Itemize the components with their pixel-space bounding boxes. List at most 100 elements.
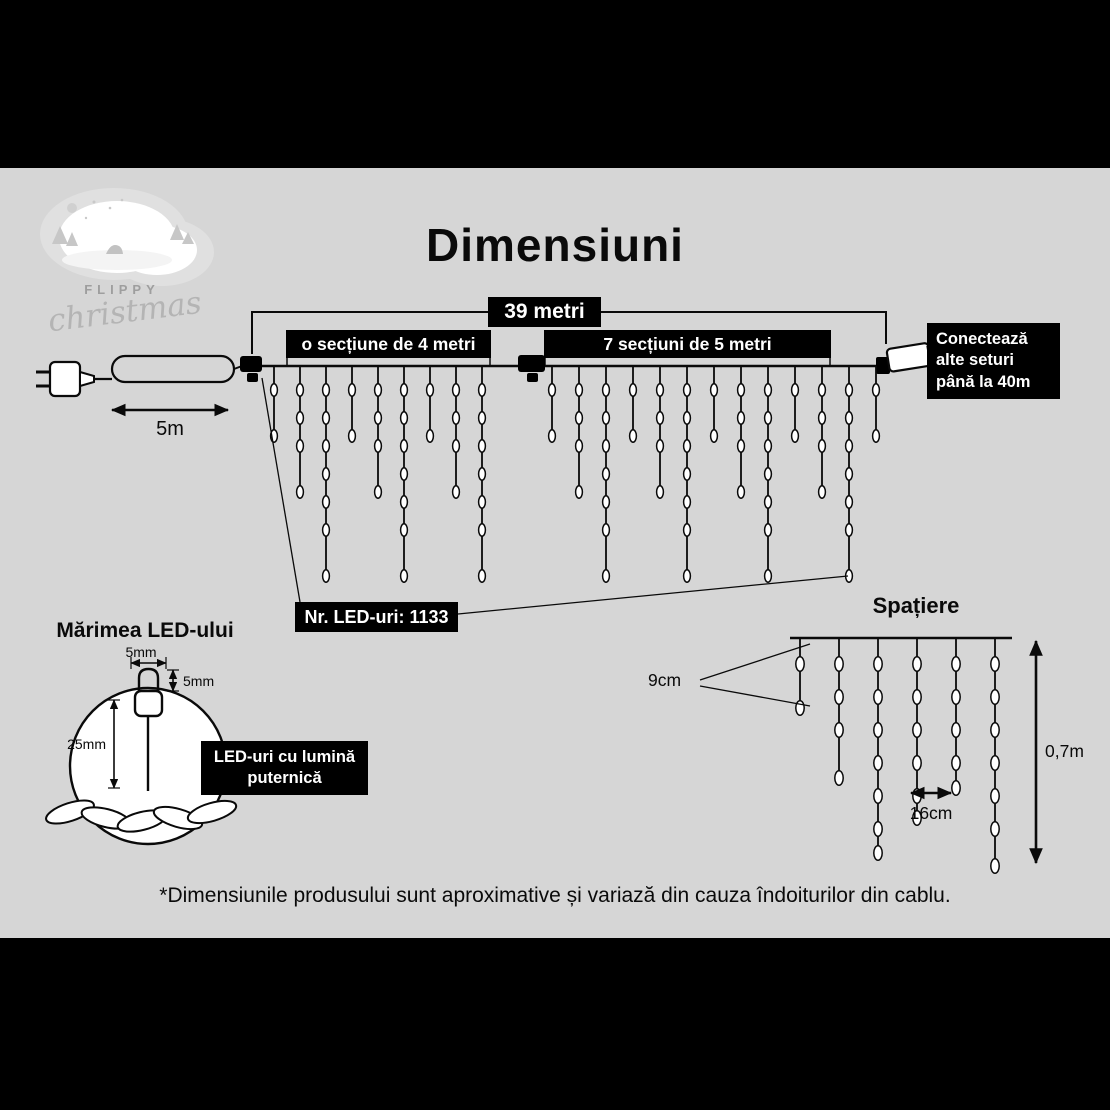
power-plug-icon [36, 360, 112, 398]
led-bulb [763, 467, 773, 481]
connect-note-line3: până la 40m [936, 372, 1031, 391]
led-bulb [451, 439, 461, 453]
led-bulb [655, 411, 665, 425]
led-bulb [682, 439, 692, 453]
led-bulb [871, 383, 881, 397]
led-bulb [425, 383, 435, 397]
led-bulb [451, 411, 461, 425]
led-bulb [844, 439, 854, 453]
section-a-badge: o secțiune de 4 metri [286, 330, 491, 358]
led-length-label: 25mm [67, 736, 106, 752]
led-bulb [682, 411, 692, 425]
led-bulb [951, 755, 961, 771]
led-bulb [912, 788, 922, 804]
led-bulb [601, 569, 611, 583]
led-bulb [873, 821, 883, 837]
led-bulb [655, 485, 665, 499]
page-title: Dimensiuni [426, 219, 684, 271]
connect-note-line2: alte seturi [936, 351, 1014, 370]
led-bulb [990, 858, 1000, 874]
spacing-title: Spațiere [872, 593, 960, 618]
logo-brand-text: FLIPPY [84, 282, 160, 297]
led-bulb [477, 439, 487, 453]
led-bulb [990, 722, 1000, 738]
led-bulb [873, 788, 883, 804]
logo-stars-icon [84, 198, 124, 220]
led-bulb [763, 495, 773, 509]
led-bulb [682, 383, 692, 397]
led-bulb [477, 411, 487, 425]
brand-logo-art: FLIPPY christmas [40, 188, 214, 340]
led-bulb [763, 569, 773, 583]
led-bulb [990, 689, 1000, 705]
led-bulb [763, 383, 773, 397]
led-note-badge: LED-uri cu lumină puternică [201, 741, 368, 795]
led-dimension-arrows [108, 657, 179, 789]
led-bulb [295, 411, 305, 425]
led-width-label: 5mm [125, 644, 157, 660]
led-bulb [790, 383, 800, 397]
led-bulb [601, 383, 611, 397]
led-bulb [295, 383, 305, 397]
led-bulb [628, 383, 638, 397]
led-bulb [399, 383, 409, 397]
led-bulb [834, 770, 844, 786]
led-bulb [373, 439, 383, 453]
led-bulb [912, 689, 922, 705]
led-bulb [817, 485, 827, 499]
led-bulb [763, 439, 773, 453]
letterbox-top [0, 0, 1110, 168]
led-bulb [399, 439, 409, 453]
led-bulb [601, 495, 611, 509]
led-bulb [912, 656, 922, 672]
led-bulb [477, 467, 487, 481]
led-bulb [321, 467, 331, 481]
section-b-badge: 7 secțiuni de 5 metri [544, 330, 831, 358]
led-bulb [477, 569, 487, 583]
led-bulb [347, 383, 357, 397]
led-bulb [763, 411, 773, 425]
led-bulb [321, 523, 331, 537]
led-bulb [709, 429, 719, 443]
led-bulb [373, 411, 383, 425]
led-bulb [873, 656, 883, 672]
led-size-title: Mărimea LED-ului [56, 619, 234, 642]
led-bulb-drawing [133, 667, 164, 791]
led-bulb [834, 656, 844, 672]
led-bulb [269, 383, 279, 397]
led-bulb [655, 383, 665, 397]
logo-moon-icon [67, 203, 77, 213]
led-bulb [547, 383, 557, 397]
led-bulb [990, 656, 1000, 672]
led-bulb [574, 439, 584, 453]
letterbox-bottom [0, 938, 1110, 1110]
led-bulb [682, 523, 692, 537]
led-bulb [601, 523, 611, 537]
led-bulb [451, 383, 461, 397]
led-bulb [834, 722, 844, 738]
led-bulb [399, 569, 409, 583]
led-bulb [951, 656, 961, 672]
led-bulb [682, 495, 692, 509]
total-length-badge: 39 metri [488, 297, 601, 327]
led-loop-label: 5mm [183, 673, 215, 689]
led-bulb [682, 467, 692, 481]
led-bulb [795, 656, 805, 672]
led-bulb [951, 780, 961, 796]
led-bulb [736, 439, 746, 453]
led-bulb [574, 485, 584, 499]
icicle-drops-section-b [547, 366, 881, 583]
led-bulb [795, 700, 805, 716]
led-bulb [834, 689, 844, 705]
led-bulb [547, 429, 557, 443]
brand-logo: FLIPPY christmas [22, 182, 222, 347]
logo-script-text: christmas [46, 285, 203, 340]
led-bulb [844, 411, 854, 425]
led-bulb [601, 467, 611, 481]
led-bulb [912, 755, 922, 771]
led-bulb [817, 411, 827, 425]
led-bulb [844, 523, 854, 537]
connect-note-line1: Conectează [936, 329, 1028, 348]
led-bulb [477, 495, 487, 509]
led-bulb [912, 810, 922, 826]
